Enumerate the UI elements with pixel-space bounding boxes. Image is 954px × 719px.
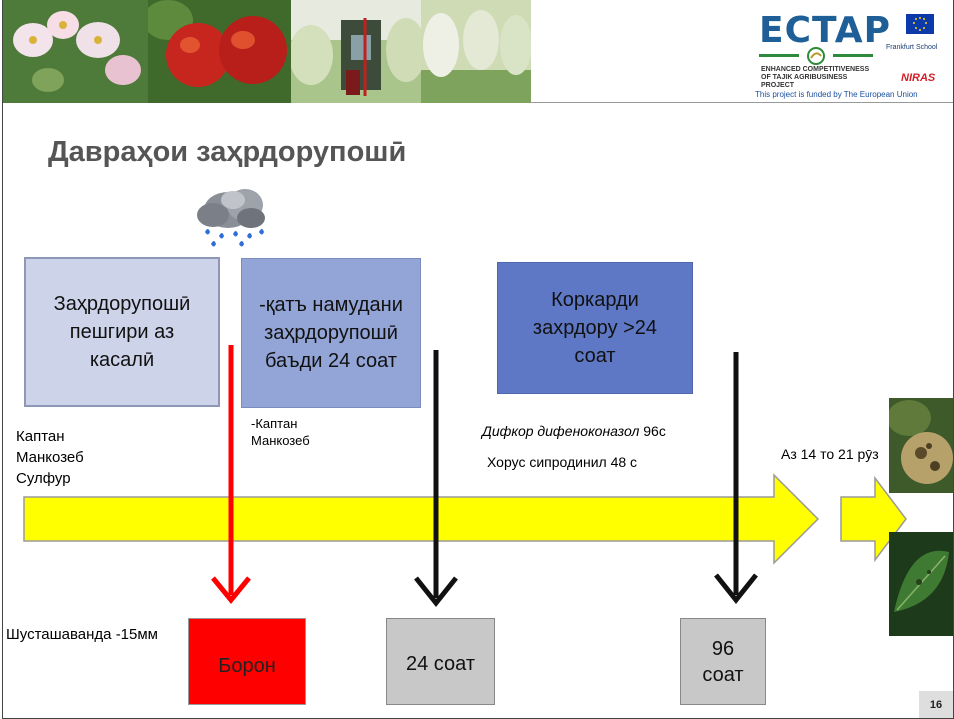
stage-box-stop-text: -қатъ намудани заҳрдорупошӣ баъди 24 соа…: [259, 294, 403, 372]
outcome-96h-box: 96 соат: [680, 618, 766, 705]
orchard-rows-photo: [421, 0, 531, 103]
outcome-24h-label: 24 соат: [406, 652, 475, 675]
note-difkor-italic: Дифкор дифеноконазол: [482, 423, 640, 439]
logo-line-left: [759, 54, 799, 57]
outcome-96h-label: 96 соат: [702, 637, 744, 686]
niras-logo: NIRAS: [901, 72, 936, 84]
header-banner: ECTAP ENHANCED COMPETITIVENESS OF TAJIK …: [3, 0, 953, 103]
page-number: 16: [919, 691, 953, 718]
note-difkor: Дифкор дифеноконазол 96с: [482, 423, 666, 439]
infected-leaf-photo: [889, 532, 953, 636]
stage-box-treatment-text: Коркарди захрдору >24 соат: [532, 289, 658, 367]
apples-photo: [148, 0, 291, 103]
stage-box-treatment: Коркарди захрдору >24 соат: [497, 262, 693, 394]
stage-box-preventive: Заҳрдорупошӣ пешгири аз касалӣ: [24, 257, 220, 407]
frankfurt-school-logo: Frankfurt School: [886, 44, 938, 51]
logo-title: ECTAP: [759, 10, 892, 51]
stage-box-preventive-text: Заҳрдорупошӣ пешгири аз касалӣ: [53, 293, 191, 371]
logo-subtitle: ENHANCED COMPETITIVENESS OF TAJIK AGRIBU…: [761, 66, 870, 89]
infected-fruit-photo: [889, 398, 953, 493]
outcome-24h-box: 24 соат: [386, 618, 495, 705]
note-difkor-rest: 96с: [639, 423, 666, 439]
logo-emblem-icon: [807, 47, 825, 65]
note-left-chemicals: Каптан Манкозеб Сулфур: [16, 428, 84, 487]
slide-title: Давраҳои заҳрдорупошӣ: [48, 136, 407, 168]
outcome-rain-label: Борон: [218, 655, 276, 677]
ectap-logo: ECTAP ENHANCED COMPETITIVENESS OF TAJIK …: [751, 8, 951, 100]
note-days-range: Аз 14 то 21 рӯз: [781, 446, 879, 462]
outcome-rain-box: Борон: [188, 618, 306, 705]
note-khorus: Хорус сипродинил 48 с: [487, 454, 638, 470]
note-rain-threshold: Шусташаванда -15мм: [6, 626, 158, 643]
eu-flag-icon: [906, 14, 934, 34]
stage-box-stop: -қатъ намудани заҳрдорупошӣ баъди 24 соа…: [241, 258, 421, 408]
logo-line-right: [833, 54, 873, 57]
rain-cloud-icon: [197, 189, 265, 247]
blossom-photo: [3, 0, 148, 103]
note-middle-chemicals: -Каптан Манкозеб: [251, 416, 310, 448]
funded-text: This project is funded by The European U…: [755, 90, 918, 99]
orchard-photo: [291, 0, 421, 103]
